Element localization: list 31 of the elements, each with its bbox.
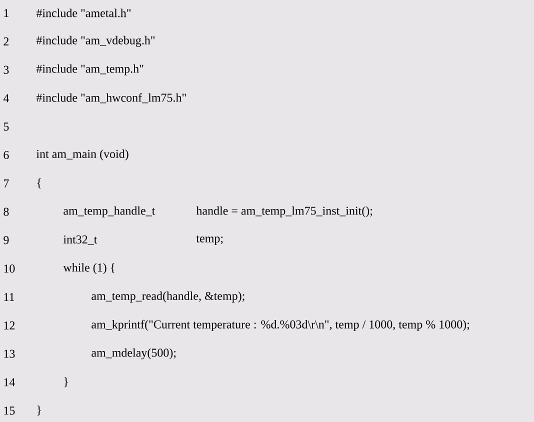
- line-number: 6: [4, 150, 9, 160]
- code-text: int am_main (void): [36, 150, 128, 160]
- line-number: 8: [4, 208, 9, 216]
- code-text: #include "ametal.h": [36, 8, 131, 18]
- line-number: 12: [4, 321, 15, 330]
- code-text: #include "am_hwconf_lm75.h": [36, 93, 186, 104]
- code-text: }: [37, 406, 41, 416]
- line-number: 4: [3, 94, 10, 102]
- line-number: 14: [4, 378, 16, 386]
- line-number: 10: [4, 264, 15, 273]
- code-text: #include "am_vdebug.h": [36, 36, 155, 47]
- line-number: 9: [4, 236, 9, 244]
- code-text: temp;: [196, 236, 223, 245]
- code-text: int32_t: [63, 235, 98, 245]
- code-text: {: [37, 178, 41, 188]
- line-number: 7: [4, 179, 9, 188]
- code-text: am_temp_handle_t: [64, 206, 156, 218]
- code-text: }: [64, 377, 68, 388]
- code-text: #include "am_temp.h": [36, 64, 144, 76]
- line-number: 2: [4, 37, 9, 46]
- line-number: 11: [4, 293, 14, 301]
- code-text: am_mdelay(500);: [92, 348, 176, 360]
- code-text: while (1) {: [63, 263, 115, 274]
- line-number: 5: [4, 122, 9, 131]
- code-text: handle = am_temp_lm75_inst_init();: [196, 206, 372, 218]
- line-number: 15: [4, 406, 15, 415]
- line-number: 3: [4, 66, 9, 74]
- line-number: 1: [4, 9, 8, 17]
- code-text: am_kprintf("Current temperature : %d.%03d\r\n", temp / 1000, temp % 1000);: [92, 320, 470, 331]
- line-number: 13: [4, 350, 15, 358]
- code-text: am_temp_read(handle, &temp);: [92, 292, 244, 302]
